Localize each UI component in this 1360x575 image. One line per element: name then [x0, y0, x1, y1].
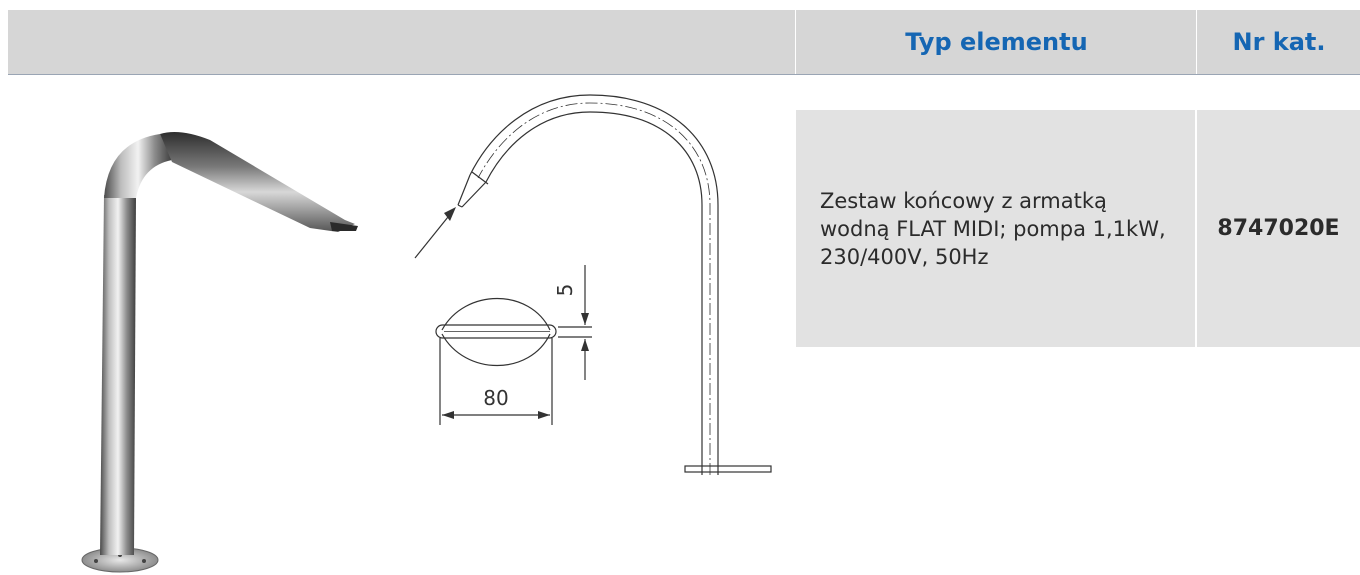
dimension-width-label: 80 [483, 386, 508, 410]
dimension-thickness-label: 5 [553, 284, 577, 297]
table-header: Typ elementu Nr kat. [8, 10, 1360, 75]
column-header-catalog-number: Nr kat. [1196, 10, 1360, 74]
product-photo [81, 132, 358, 573]
technical-drawing: 80 5 [414, 94, 772, 475]
column-header-type: Typ elementu [795, 10, 1197, 74]
cell-divider [1195, 110, 1197, 347]
catalog-number: 8747020E [1217, 216, 1340, 241]
table-row: Zestaw końcowy z armatką wodną FLAT MIDI… [796, 110, 1360, 347]
product-description: Zestaw końcowy z armatką wodną FLAT MIDI… [820, 188, 1166, 269]
